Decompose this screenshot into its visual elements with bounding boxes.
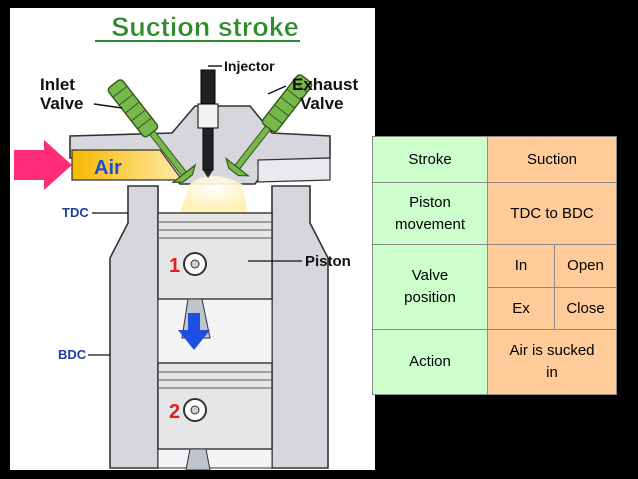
exhaust-valve-label-line1: Exhaust <box>292 75 358 94</box>
movement-label: Piston movement <box>372 182 488 245</box>
exhaust-valve-leader <box>267 85 287 95</box>
cylinder-wall-right <box>271 185 329 469</box>
table-row-movement: Piston movement TDC to BDC <box>372 182 618 245</box>
bdc-label: BDC <box>58 347 87 362</box>
arrow-right-icon <box>14 140 72 190</box>
action-value-line1: Air is sucked <box>509 342 595 360</box>
movement-label-line1: Piston <box>409 193 451 211</box>
movement-label-line2: movement <box>394 215 466 233</box>
action-value: Air is sucked in <box>486 329 618 395</box>
exhaust-port <box>257 157 331 183</box>
exhaust-state-cell: Close <box>553 287 618 330</box>
stroke-value: Suction <box>486 136 618 183</box>
exhaust-valve <box>225 74 313 177</box>
table-row-action: Action Air is sucked in <box>372 329 618 395</box>
tdc-label: TDC <box>62 205 89 220</box>
air-label: Air <box>94 157 122 179</box>
table-row-stroke: Stroke Suction <box>372 136 618 183</box>
exhaust-valve-label-line2: Valve <box>300 94 344 113</box>
movement-value: TDC to BDC <box>486 182 618 245</box>
cylinder-wall-left <box>109 185 159 469</box>
position-1-label: 1 <box>169 255 180 277</box>
piston-bottom <box>157 362 273 470</box>
stroke-label: Stroke <box>372 136 488 183</box>
inlet-valve <box>107 79 197 183</box>
valve-label-line2: position <box>404 289 456 306</box>
inlet-valve-label-line2: Valve <box>40 94 84 113</box>
fuel-spray <box>180 176 248 213</box>
injector <box>197 69 219 178</box>
engine-diagram: Suction stroke <box>10 8 375 470</box>
inlet-valve-label-line1: Inlet <box>40 75 75 94</box>
action-label: Action <box>372 329 488 395</box>
inlet-state-cell: Open <box>553 244 618 288</box>
arrow-down-icon <box>178 313 210 350</box>
piston-label: Piston <box>305 253 351 270</box>
diagram-title: Suction stroke <box>111 12 299 42</box>
table-row-valve-exhaust: Ex Close <box>373 287 618 330</box>
position-2-label: 2 <box>169 401 180 423</box>
table-row-valve-inlet: Valve position In Open <box>372 244 618 330</box>
intake-port <box>71 149 184 181</box>
valve-label-line1: Valve <box>411 267 449 285</box>
action-value-line2: in <box>546 364 558 381</box>
injector-label: Injector <box>224 58 275 74</box>
valve-position-label: Valve position <box>372 244 488 330</box>
exhaust-valve-cell: Ex <box>487 287 555 330</box>
inlet-valve-leader <box>93 103 123 109</box>
inlet-valve-cell: In <box>487 244 555 288</box>
stroke-summary-table: Stroke Suction Piston movement TDC to BD… <box>372 136 618 395</box>
diagram-canvas: Suction stroke <box>14 12 358 470</box>
